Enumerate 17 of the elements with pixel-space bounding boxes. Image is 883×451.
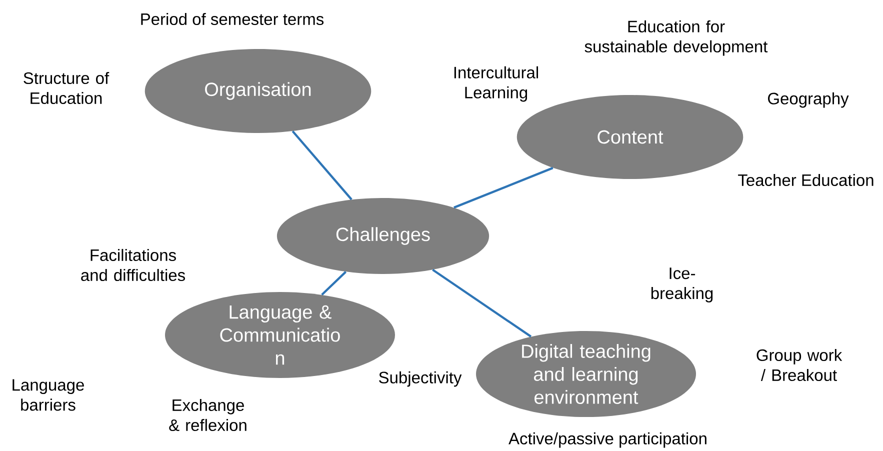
topic-label: Structure of Education bbox=[24, 72, 110, 104]
topic-label: Education for sustainable development bbox=[584, 20, 768, 56]
topic-label: Exchange & reflexion bbox=[169, 398, 246, 432]
ellipse-node: Digital teaching and learning environment bbox=[476, 331, 696, 417]
connector-line bbox=[321, 270, 347, 296]
topic-label: Period of semester terms bbox=[141, 12, 324, 26]
topic-label: Ice-breaking bbox=[651, 268, 713, 302]
topic-label: Language barriers bbox=[12, 379, 84, 411]
topic-label: Group work / Breakout bbox=[756, 348, 842, 382]
topic-label: Facilitations and difficulties bbox=[81, 248, 185, 282]
ellipse-node: Organisation bbox=[144, 49, 372, 133]
topic-label: Geography bbox=[768, 92, 849, 108]
topic-label: Active/passive participation bbox=[508, 432, 706, 448]
connector-line bbox=[292, 130, 352, 200]
connector-line bbox=[454, 166, 554, 209]
ellipse-node: Challenges bbox=[276, 198, 490, 274]
connector-line bbox=[432, 268, 532, 338]
